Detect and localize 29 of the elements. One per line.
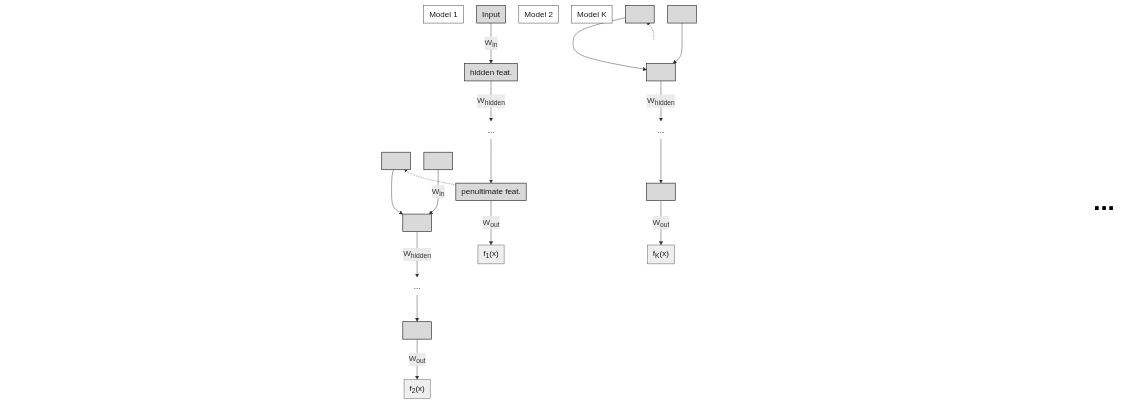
node-box: Model 1: [424, 4, 464, 23]
edge-label: W$_{hidden}$: [403, 248, 432, 260]
node-bar: [423, 151, 454, 170]
node-box: Model 2: [519, 4, 559, 23]
node-bar: [646, 182, 677, 201]
edge-label: W$_{hidden}$: [477, 95, 506, 106]
node-box: f$_{K}$(x): [647, 244, 676, 264]
node-box: penultimate feat.: [455, 182, 528, 201]
node-text: ...: [488, 124, 495, 134]
node-box: Model K: [571, 4, 613, 23]
edge-label: W$_{hidden}$: [647, 95, 676, 106]
node-box: Input: [476, 4, 507, 23]
node-bar: [402, 213, 433, 232]
edge-label: W$_{out}$: [483, 216, 500, 228]
node-bar: [667, 4, 698, 23]
node-bar: [381, 151, 412, 170]
node-box: hidden feat.: [464, 62, 519, 81]
node-text: ...: [414, 280, 421, 290]
node-box: f$_{1}$(x): [478, 244, 505, 264]
node-bar: [402, 320, 433, 339]
ellipsis-label: ...: [1092, 186, 1116, 217]
edge-label: W$_{out}$: [652, 216, 670, 228]
node-box: f$_{2}$(x): [404, 378, 431, 399]
edge-label: W$_{in}$: [432, 186, 446, 197]
node-bar: [646, 62, 677, 81]
node-text: ...: [658, 124, 665, 134]
edge-label: W$_{in}$: [485, 37, 498, 48]
node-bar: [625, 4, 656, 23]
edge-label: W$_{out}$: [409, 353, 427, 365]
